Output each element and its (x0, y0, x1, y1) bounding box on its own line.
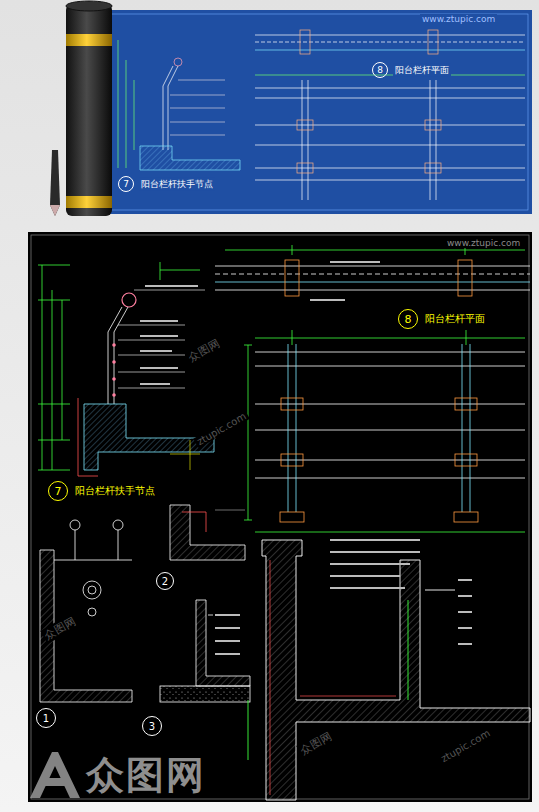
watermark: www.ztupic.com (445, 238, 522, 248)
detail-title: 阳台栏杆平面 (393, 64, 451, 77)
watermark: 众图网 (40, 613, 80, 644)
callout-number: 7 (119, 177, 133, 191)
callout-circle: 8阳台栏杆平面 (372, 62, 388, 78)
callout-circle: 8阳台栏杆平面 (398, 309, 418, 329)
callout-number: 8 (399, 310, 417, 328)
watermark: ztupic.com (437, 726, 493, 765)
logo-text: 众图网 (84, 750, 208, 801)
detail-title: 阳台栏杆扶手节点 (139, 178, 215, 191)
callout-number: 1 (37, 709, 55, 727)
callout-circle: 2 (156, 572, 174, 590)
callout-circle: 7阳台栏杆扶手节点 (48, 481, 68, 501)
detail-title: 阳台栏杆平面 (423, 312, 487, 326)
callout-circle: 3 (142, 716, 162, 736)
callout-number: 8 (373, 63, 387, 77)
watermark: 众图网 (184, 335, 224, 366)
callout-number: 3 (143, 717, 161, 735)
watermark: www.ztupic.com (420, 14, 497, 24)
callout-number: 2 (157, 573, 173, 589)
callout-circle: 1 (36, 708, 56, 728)
watermark: 众图网 (296, 728, 336, 759)
detail-title: 阳台栏杆扶手节点 (73, 484, 157, 498)
watermark: ztupic.com (193, 409, 249, 448)
callout-number: 7 (49, 482, 67, 500)
callout-circle: 7阳台栏杆扶手节点 (118, 176, 134, 192)
